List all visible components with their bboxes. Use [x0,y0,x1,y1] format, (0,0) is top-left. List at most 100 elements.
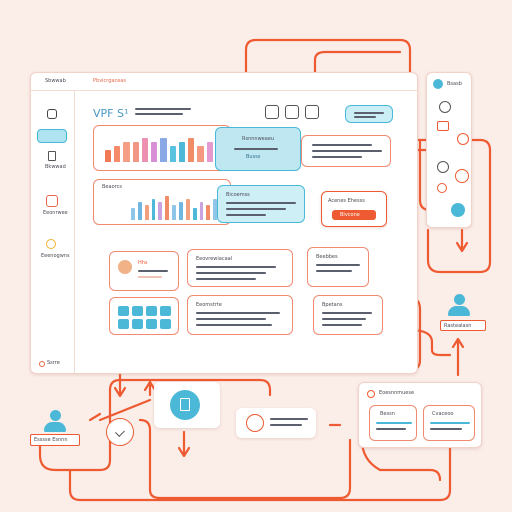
sub-card-b[interactable]: Cvaceoo [423,405,475,441]
bar-chart-1 [104,138,224,162]
mid-card-3-title: Beebbes [316,254,338,260]
user-body-icon [44,422,66,432]
chart-bar [206,205,211,220]
chart-bar [151,142,158,162]
mid-card-4-title: Eeomstrte [196,302,222,308]
main-window: Pbvicrgaceas Sbwwab Bkwwad Eeonrwee Eeen… [30,72,418,374]
chart-bar [105,150,112,162]
compass-icon[interactable] [455,169,469,183]
chart-bar [144,205,149,220]
sub-card-b-title: Cvaceoo [432,411,454,417]
popup-card[interactable]: Acenes Ehesss Bivcone [321,191,387,227]
chart-bar [137,202,142,220]
icon-circle-button[interactable] [106,418,134,446]
user-left-label: Esssse Esnnn [34,437,68,443]
chart-bar [188,138,195,162]
chart-bar [213,199,218,220]
mid-card-2[interactable]: Eeovrewiacaal [187,249,293,287]
status-title: Rsnnnweaeu [242,136,275,142]
chart-card-label: Beaorcs [102,184,122,190]
mid-card-3[interactable]: Beebbes [307,247,369,287]
mid-card-4[interactable]: Eeomstrte [187,295,293,335]
file-icon[interactable] [48,151,56,161]
popup-button-label: Bivcone [340,212,360,218]
chart-bar [132,142,139,162]
popup-button[interactable] [332,210,376,220]
sidebar-item-label: Eeenogwns [41,253,70,259]
user-right-avatar[interactable] [448,294,470,316]
info-card[interactable] [345,105,393,123]
chart-bar [199,202,204,220]
chart-card-1[interactable] [93,125,231,171]
tile[interactable] [146,306,157,316]
status-detail-card[interactable] [301,135,391,167]
clock-icon[interactable] [437,161,449,173]
refresh-icon[interactable] [457,133,469,145]
tiles-card[interactable] [109,297,179,335]
toolbar [265,105,323,121]
settings-icon[interactable] [437,183,447,193]
tile[interactable] [160,306,171,316]
chart-bar [206,142,213,162]
teal-circle-icon[interactable] [451,203,465,217]
lock-icon [246,414,264,432]
sub-card-a-title: Bessn [380,411,395,417]
panel-logo-icon [433,79,443,89]
calendar-icon[interactable] [437,121,449,131]
mid-card-5[interactable]: Bpetans [313,295,383,335]
sidebar-item-label: Eeonrwee [43,210,68,216]
tile[interactable] [132,319,143,329]
window-title: Pbvicrgaceas [93,78,126,84]
chart-bar [141,138,149,162]
teal-card[interactable]: Bicoemss [217,185,305,223]
sidebar-item-active[interactable] [37,129,67,143]
document-icon [170,390,200,420]
chart-bar [160,138,167,162]
chart-bar [158,202,163,220]
logo-icon [367,390,375,398]
warning-icon[interactable] [46,239,56,249]
user-left-avatar[interactable] [44,410,66,432]
chart-bar [131,208,135,220]
mid-card-2-title: Eeovrewiacaal [196,256,233,262]
tile[interactable] [118,306,129,316]
note-card[interactable] [236,408,316,438]
user-icon[interactable] [285,105,299,119]
sidebar: Bkwwad Eeonrwee Eeenogwns Ssrre [31,91,75,373]
avatar [118,260,132,274]
user-right-label-box [440,320,486,331]
image-icon[interactable] [265,105,279,119]
chevron-down-icon [115,427,125,437]
cursor-icon[interactable] [47,109,57,119]
chart-bar [197,146,204,162]
tile[interactable] [146,319,157,329]
doc-icon[interactable] [305,105,319,119]
user-right-label: Rastealasn [444,323,472,329]
bottom-right-card[interactable]: Eoesnnmuese Bessn Cvaceoo [358,382,482,448]
tile[interactable] [118,319,129,329]
mid-card-5-title: Bpetans [322,302,343,308]
bar-chart-2 [130,196,226,220]
tile[interactable] [132,306,143,316]
teal-card-title: Bicoemss [226,192,250,198]
tile-grid [118,306,174,330]
bottom-card-title: Eoesnnmuese [379,390,415,396]
status-card[interactable]: Rsnnnweaeu Busss [215,127,301,171]
chart-card-2[interactable]: Beaorcs [93,179,231,225]
user-body-icon [448,306,470,316]
user-head-icon [454,294,465,305]
chart-bar [192,208,197,220]
media-card[interactable] [154,382,220,428]
sub-card-a[interactable]: Bessn [369,405,417,441]
alert-icon[interactable] [46,195,58,207]
chart-bar [114,146,121,162]
status-value: Busss [246,154,261,160]
chart-bar [123,142,130,162]
mid-card-1[interactable]: Hhs [109,251,179,291]
settings-icon[interactable] [39,361,45,367]
chart-bar [151,199,156,220]
mail-icon[interactable] [439,101,451,113]
sidebar-item-label: Bkwwad [45,164,66,170]
tile[interactable] [160,319,171,329]
chart-bar [185,199,190,220]
